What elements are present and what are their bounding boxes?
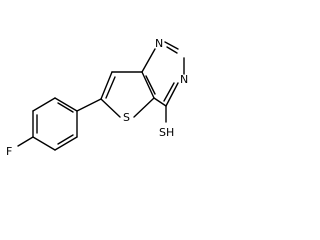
bond bbox=[133, 97, 155, 118]
fluorine-atom-label: F bbox=[6, 145, 12, 158]
thiophene-ring bbox=[100, 71, 155, 118]
double-bond bbox=[57, 102, 74, 113]
bond bbox=[164, 41, 179, 50]
pyrimidine-ring bbox=[141, 41, 185, 123]
bond bbox=[141, 71, 155, 99]
bond bbox=[76, 98, 102, 112]
bond bbox=[165, 82, 179, 107]
bond bbox=[153, 97, 167, 107]
bond bbox=[54, 97, 78, 112]
double-bond bbox=[105, 76, 116, 99]
fluorophenyl-ring bbox=[17, 97, 78, 151]
chemical-structure: F S N N SH bbox=[6, 37, 188, 158]
nitrogen-atom-label-right: N bbox=[180, 73, 188, 86]
bond bbox=[17, 136, 34, 147]
sulfur-atom-label: S bbox=[123, 111, 130, 124]
double-bond bbox=[163, 82, 175, 102]
double-bond bbox=[57, 134, 74, 145]
nitrogen-atom-label-top: N bbox=[155, 37, 163, 50]
bond bbox=[32, 97, 56, 112]
bond bbox=[141, 48, 156, 73]
bond bbox=[54, 136, 78, 151]
bond bbox=[100, 71, 113, 100]
double-bond bbox=[166, 46, 178, 54]
double-bond bbox=[145, 75, 156, 95]
bond bbox=[32, 136, 56, 151]
thiol-group-label: SH bbox=[159, 126, 174, 139]
bond bbox=[100, 98, 121, 118]
